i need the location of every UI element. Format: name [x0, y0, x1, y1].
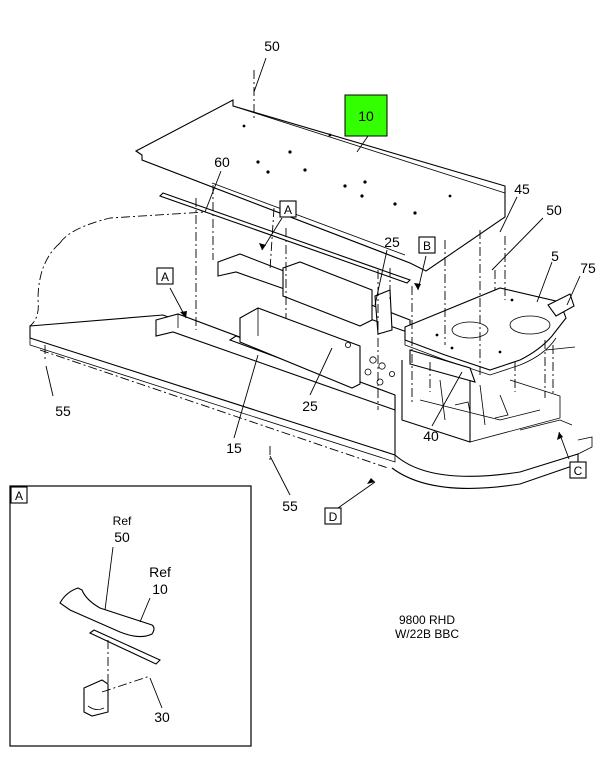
view-letter-a-left: A [161, 270, 169, 284]
channel-parts [155, 253, 411, 411]
detail-part-30[interactable]: 30 [154, 709, 170, 725]
callout-55-left[interactable]: 55 [55, 403, 71, 419]
arrowheads [180, 243, 563, 484]
callout-25-top[interactable]: 25 [384, 234, 400, 250]
view-box-a-top[interactable] [279, 200, 297, 218]
detail-frame [9, 485, 252, 747]
top-plate-part [134, 99, 506, 272]
view-letter-d: D [329, 510, 338, 524]
callout-25-mid[interactable]: 25 [302, 398, 318, 414]
detail-strip [88, 629, 161, 665]
detail-plate [59, 587, 155, 638]
callout-15[interactable]: 15 [226, 440, 242, 456]
callout-55-bottom[interactable]: 55 [282, 498, 298, 514]
detail-letter-box [10, 486, 28, 504]
detail-a-inset: A Ref 50 Ref 10 30 [9, 485, 252, 747]
model-note-line2: W/22B BBC [395, 627, 459, 641]
view-letter-a-top: A [284, 203, 292, 217]
detail-ref-right-label: Ref [149, 564, 171, 580]
view-box-a-left[interactable] [156, 267, 174, 285]
view-box-d[interactable] [324, 507, 342, 525]
detail-letter: A [15, 489, 23, 503]
callout-60[interactable]: 60 [214, 154, 230, 170]
view-box-b[interactable] [418, 236, 436, 254]
callout-50-right[interactable]: 50 [546, 202, 562, 218]
callout-50-top[interactable]: 50 [264, 38, 280, 54]
detail-ref-right-number[interactable]: 10 [152, 581, 168, 597]
callout-45[interactable]: 45 [514, 181, 530, 197]
right-plate-assembly [401, 287, 576, 443]
detail-ref-top-label: Ref [113, 514, 132, 528]
highlight-callout-box[interactable] [344, 94, 388, 137]
callout-10[interactable]: 10 [358, 108, 374, 124]
view-letter-b: B [423, 239, 431, 253]
callout-40[interactable]: 40 [423, 428, 439, 444]
view-box-c[interactable] [569, 461, 587, 479]
callout-5[interactable]: 5 [551, 248, 559, 264]
callout-75[interactable]: 75 [580, 260, 596, 276]
strip-part-60 [158, 182, 412, 284]
model-note-line1: 9800 RHD [399, 613, 455, 627]
view-letter-c: C [574, 464, 583, 478]
detail-ref-top-number[interactable]: 50 [114, 529, 130, 545]
